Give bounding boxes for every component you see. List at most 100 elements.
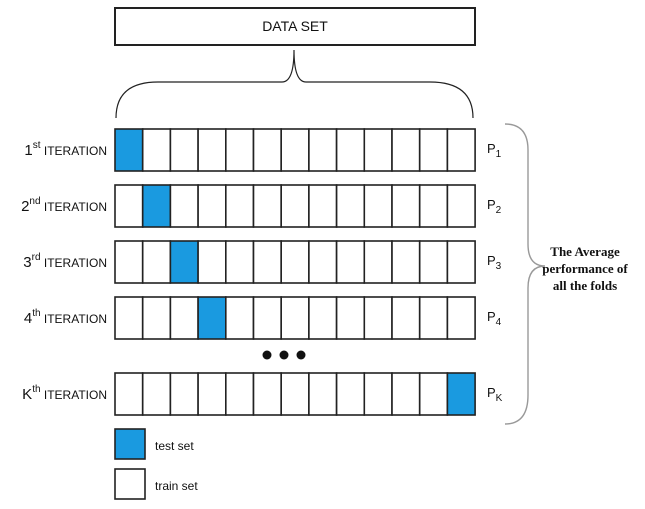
performance-symbol: P	[487, 385, 496, 400]
fold-row	[114, 372, 476, 416]
iteration-word: ITERATION	[43, 388, 107, 402]
test-fold-cell	[141, 184, 172, 228]
train-fold-cell	[308, 372, 338, 416]
train-fold-cell	[418, 372, 449, 416]
fold-rows	[114, 128, 476, 416]
legend-swatches	[114, 428, 146, 500]
train-fold-cell	[225, 296, 255, 340]
performance-label: P4	[487, 309, 501, 328]
train-fold-cell	[280, 372, 310, 416]
train-fold-cell	[197, 240, 227, 284]
train-fold-cell	[141, 296, 172, 340]
train-fold-cell	[335, 128, 366, 172]
iteration-label: 2nd ITERATION	[0, 196, 107, 216]
performance-subscript: 4	[495, 317, 502, 328]
test-fold-cell	[197, 296, 227, 340]
train-fold-cell	[114, 240, 144, 284]
iteration-word: ITERATION	[43, 256, 107, 270]
train-fold-cell	[335, 240, 366, 284]
train-fold-cell	[446, 184, 476, 228]
iteration-ordinal: 4	[23, 310, 33, 327]
performance-subscript: 1	[495, 149, 502, 160]
train-fold-cell	[280, 296, 310, 340]
iteration-label: 3rd ITERATION	[0, 252, 107, 272]
train-fold-cell	[391, 128, 421, 172]
fold-row	[114, 184, 476, 228]
train-fold-cell	[197, 372, 227, 416]
fold-row	[114, 128, 476, 172]
train-fold-cell	[225, 372, 255, 416]
continuation-dots	[262, 350, 306, 360]
performance-subscript: K	[495, 393, 503, 404]
fold-row	[114, 296, 476, 340]
train-fold-cell	[363, 240, 393, 284]
ellipsis-dot	[296, 350, 306, 360]
train-fold-cell	[280, 184, 310, 228]
fold-row	[114, 240, 476, 284]
train-fold-cell	[169, 128, 199, 172]
legend-test-swatch	[114, 428, 146, 460]
iteration-ordinal: 1	[24, 142, 33, 159]
iteration-suffix: th	[32, 308, 41, 319]
dataset-title: DATA SET	[262, 18, 328, 34]
train-fold-cell	[197, 128, 227, 172]
iteration-label: 1st ITERATION	[0, 140, 107, 160]
test-fold-cell	[114, 128, 144, 172]
train-fold-cell	[391, 372, 421, 416]
dataset-brace	[115, 49, 474, 119]
performance-symbol: P	[487, 309, 496, 324]
train-fold-cell	[418, 240, 449, 284]
test-fold-cell	[169, 240, 199, 284]
train-fold-cell	[280, 128, 310, 172]
iteration-word: ITERATION	[43, 144, 107, 158]
performance-subscript: 2	[495, 205, 502, 216]
train-fold-cell	[114, 372, 144, 416]
train-fold-cell	[114, 184, 144, 228]
summary-brace	[504, 123, 546, 425]
summary-line: performance of	[542, 261, 628, 276]
summary-line: The Average	[550, 244, 620, 259]
train-fold-cell	[308, 240, 338, 284]
ellipsis-dot	[262, 350, 272, 360]
train-fold-cell	[335, 296, 366, 340]
performance-label: P1	[487, 141, 501, 160]
train-fold-cell	[363, 296, 393, 340]
train-fold-cell	[252, 296, 283, 340]
legend-train-swatch	[114, 468, 146, 500]
train-fold-cell	[225, 128, 255, 172]
train-fold-cell	[335, 372, 366, 416]
iteration-suffix: st	[32, 140, 41, 151]
average-performance-label: The Average performance of all the folds	[535, 243, 635, 294]
iteration-suffix: nd	[29, 196, 41, 207]
train-fold-cell	[252, 184, 283, 228]
iteration-word: ITERATION	[43, 200, 107, 214]
train-fold-cell	[363, 184, 393, 228]
train-fold-cell	[335, 184, 366, 228]
train-fold-cell	[252, 240, 283, 284]
train-fold-cell	[418, 128, 449, 172]
summary-line: all the folds	[552, 278, 618, 293]
iteration-label: Kth ITERATION	[0, 385, 107, 404]
legend-test-label: test set	[155, 439, 194, 453]
train-fold-cell	[363, 128, 393, 172]
train-fold-cell	[446, 240, 476, 284]
train-fold-cell	[169, 296, 199, 340]
train-fold-cell	[418, 184, 449, 228]
performance-subscript: 3	[495, 261, 502, 272]
train-fold-cell	[114, 296, 144, 340]
train-fold-cell	[308, 128, 338, 172]
performance-label: P2	[487, 197, 501, 216]
train-fold-cell	[141, 128, 172, 172]
iteration-word: ITERATION	[43, 312, 107, 326]
dataset-box	[114, 7, 476, 46]
iteration-suffix: rd	[31, 252, 41, 263]
train-fold-cell	[225, 184, 255, 228]
performance-symbol: P	[487, 141, 496, 156]
iteration-ordinal: 3	[23, 254, 32, 271]
train-fold-cell	[391, 296, 421, 340]
train-fold-cell	[391, 240, 421, 284]
train-fold-cell	[363, 372, 393, 416]
train-fold-cell	[446, 296, 476, 340]
performance-label: P3	[487, 253, 501, 272]
